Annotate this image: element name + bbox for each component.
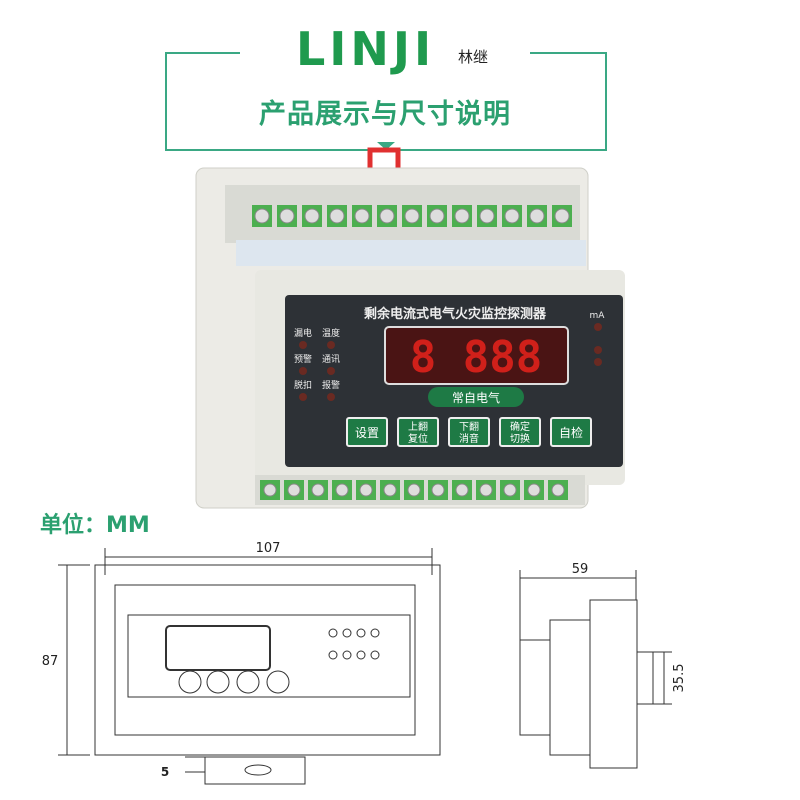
terminal-screw — [503, 483, 517, 497]
brand-badge-text: 常自电气 — [452, 390, 500, 405]
terminal-screw — [335, 483, 349, 497]
terminal-screw — [279, 208, 295, 224]
unit-ma-label: mA — [590, 311, 606, 321]
terminal-screw — [431, 483, 445, 497]
clip-outline — [204, 756, 306, 785]
terminal-screw — [263, 483, 277, 497]
terminal-screw — [404, 208, 420, 224]
height-value: 87 — [42, 654, 59, 669]
unit-label: 单位：MM — [40, 512, 150, 538]
drawing-led — [328, 650, 338, 660]
front-view-drawing — [58, 548, 441, 785]
indicator-label: 漏电 — [294, 327, 312, 339]
indicator-led — [594, 346, 602, 354]
front-inner-outline — [114, 584, 416, 736]
drawing-led — [328, 628, 338, 638]
led-readout: 8 888 — [410, 332, 542, 383]
terminal-label-strip — [236, 240, 586, 266]
device-photo: 剩余电流式电气火灾监控探测器 mA 漏电温度预警通讯脱扣报警 8 888 常自电… — [195, 147, 625, 509]
indicator-label: 报警 — [322, 379, 340, 391]
terminal-screw — [359, 483, 373, 497]
drawing-led — [356, 650, 366, 660]
terminal-screw — [354, 208, 370, 224]
terminal-screw — [455, 483, 469, 497]
terminal-screw — [311, 483, 325, 497]
indicator-led — [299, 367, 307, 375]
button-label: 复位 — [408, 432, 428, 445]
panel-button[interactable]: 自检 — [550, 417, 592, 447]
led-display — [384, 326, 569, 385]
rail-value: 35.5 — [672, 664, 687, 693]
terminal-screw — [304, 208, 320, 224]
indicator-led — [327, 367, 335, 375]
panel-title: 剩余电流式电气火灾监控探测器 — [364, 306, 547, 322]
terminal-screw — [254, 208, 270, 224]
terminal-screw — [383, 483, 397, 497]
indicator-led — [594, 358, 602, 366]
terminal-screw — [554, 208, 570, 224]
brand-badge — [428, 387, 524, 407]
depth-value: 59 — [572, 562, 589, 577]
page-title: 产品展示与尺寸说明 — [259, 99, 511, 130]
terminal-screw — [287, 483, 301, 497]
front-outline — [94, 564, 441, 756]
clip-value: 5 — [161, 765, 169, 779]
indicator-label: 预警 — [294, 353, 312, 365]
drawing-led — [342, 650, 352, 660]
brand-logo: LINJI — [296, 22, 436, 76]
drawing-led — [370, 628, 380, 638]
indicator-led — [594, 323, 602, 331]
indicator-led — [327, 341, 335, 349]
indicator-label: 脱扣 — [294, 379, 312, 391]
button-label: 下翻 — [459, 421, 479, 433]
drawing-led — [370, 650, 380, 660]
brand-logo-cn: 林继 — [458, 48, 489, 66]
indicator-led — [299, 341, 307, 349]
terminal-screw — [527, 483, 541, 497]
drawing-led — [342, 628, 352, 638]
button-label: 确定 — [510, 420, 530, 433]
button-label: 消音 — [459, 432, 479, 445]
terminal-screw — [504, 208, 520, 224]
terminal-screw — [407, 483, 421, 497]
button-label: 上翻 — [408, 421, 428, 433]
indicator-led — [299, 393, 307, 401]
terminal-screw — [329, 208, 345, 224]
button-label: 切换 — [510, 432, 530, 445]
button-label: 自检 — [559, 425, 583, 440]
button-label: 设置 — [355, 426, 379, 440]
display-outline — [165, 625, 271, 671]
front-panel-outline — [127, 614, 411, 698]
indicator-led — [327, 393, 335, 401]
terminal-screw — [379, 208, 395, 224]
indicator-label: 通讯 — [322, 354, 340, 365]
terminal-screw — [479, 208, 495, 224]
indicator-label: 温度 — [322, 327, 340, 339]
width-value: 107 — [256, 541, 281, 556]
panel-button[interactable]: 设置 — [346, 417, 388, 447]
terminal-screw — [529, 208, 545, 224]
down-arrow-icon — [377, 142, 395, 150]
drawing-led — [356, 628, 366, 638]
terminal-screw — [479, 483, 493, 497]
side-view-drawing — [519, 570, 672, 769]
terminal-screw — [429, 208, 445, 224]
terminal-screw — [551, 483, 565, 497]
frame-gap — [240, 40, 530, 60]
terminal-screw — [454, 208, 470, 224]
